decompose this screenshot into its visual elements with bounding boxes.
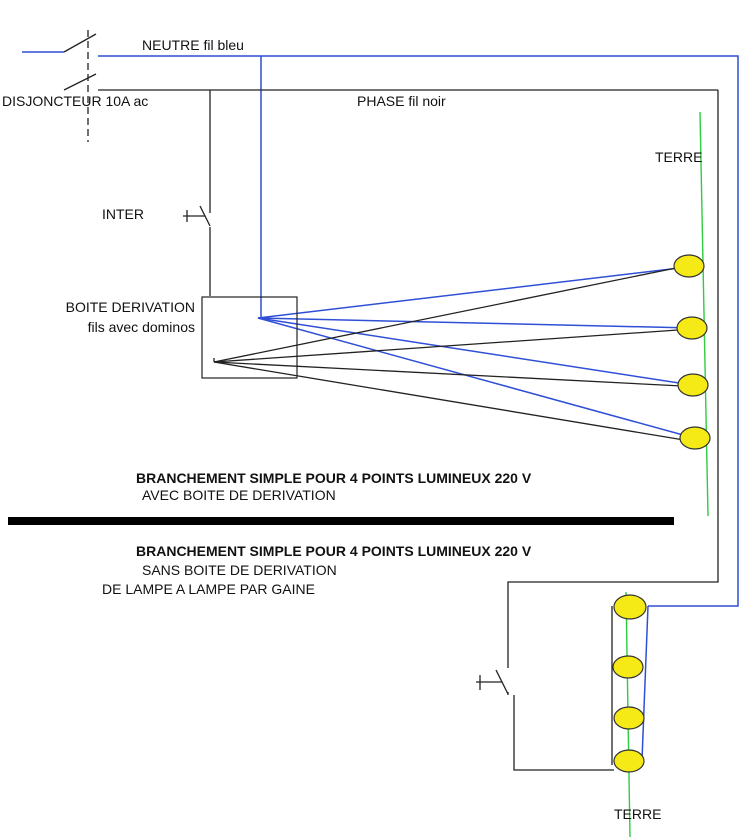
subtitle-with-box: AVEC BOITE DE DERIVATION [142,487,336,503]
lamp-6 [612,655,644,679]
lamp-7 [613,706,645,730]
lamp-8 [613,749,645,773]
lamp-4 [679,426,711,450]
breaker-label: DISJONCTEUR 10A ac [2,93,149,109]
junction-box-sublabel: fils avec dominos [87,319,195,335]
bottom-switch-symbol [476,669,509,695]
title-with-box: BRANCHEMENT SIMPLE POUR 4 POINTS LUMINEU… [136,470,532,486]
earth-label-bottom: TERRE [614,806,662,822]
subtitle-without-box: SANS BOITE DE DERIVATION [142,562,337,578]
neutral-wire [22,51,739,761]
earth-wire [625,111,709,838]
subtitle-lamp-to-lamp: DE LAMPE A LAMPE PAR GAINE [102,581,315,597]
inter-switch-symbol [183,205,211,227]
section-divider [8,517,674,525]
junction-box-label: BOITE DERIVATION [65,299,195,315]
title-without-box: BRANCHEMENT SIMPLE POUR 4 POINTS LUMINEU… [136,543,532,559]
earth-label-top: TERRE [655,149,703,165]
junction-box [201,296,298,379]
lamp-3 [677,373,709,397]
lamp-group-top [673,254,711,450]
lamp-2 [676,316,708,340]
neutral-label: NEUTRE fil bleu [142,37,244,53]
lamp-5 [613,594,647,620]
lamp-group-bottom [612,594,647,773]
inter-label: INTER [102,206,144,222]
breaker-symbol [63,30,97,142]
phase-wire [98,89,719,771]
lamp-1 [673,254,705,278]
phase-label: PHASE fil noir [357,93,446,109]
